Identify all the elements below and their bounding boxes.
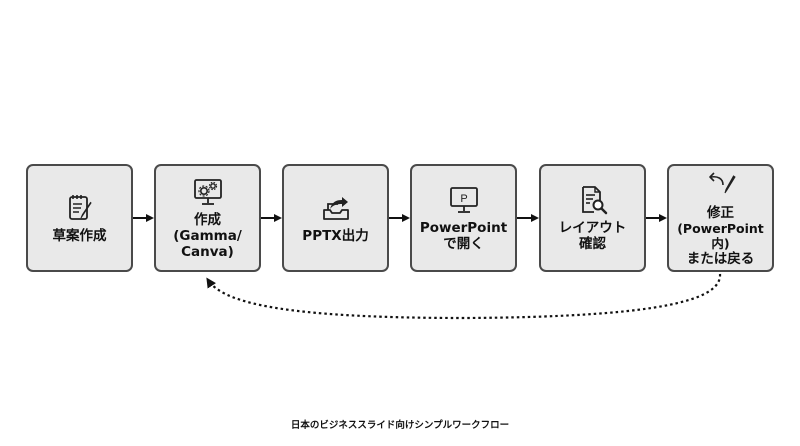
step-label: 草案作成 <box>52 228 107 244</box>
diagram-caption: 日本のビジネススライド向けシンプルワークフロー <box>290 420 510 431</box>
notepad-pencil-icon <box>68 195 92 220</box>
powerpoint-letter: P <box>460 193 467 205</box>
document-magnifier-icon <box>581 186 607 215</box>
step-sublabel: (PowerPoint内) <box>677 221 764 251</box>
undo-pencil-icon <box>708 172 736 194</box>
step-label: 修正 <box>707 205 734 221</box>
step-label: PowerPoint で開く <box>419 220 508 252</box>
step-create: 作成 (Gamma/ Canva) <box>154 164 261 272</box>
step-label: 作成 (Gamma/ Canva) <box>173 212 242 260</box>
step-pptx-export: PPTX出力 <box>282 164 389 272</box>
presentation-monitor-icon: P <box>449 187 478 213</box>
step-label-secondary: または戻る <box>686 251 755 267</box>
step-label: PPTX出力 <box>302 228 369 244</box>
loop-back-arrow <box>206 273 722 320</box>
monitor-gears-icon <box>193 179 222 205</box>
step-label: レイアウト 確認 <box>558 220 627 252</box>
step-layout-check: レイアウト 確認 <box>539 164 646 272</box>
step-draft: 草案作成 <box>26 164 133 272</box>
step-open-powerpoint: P PowerPoint で開く <box>410 164 517 272</box>
export-tray-icon <box>322 197 349 220</box>
step-fix-or-return: 修正 (PowerPoint内) または戻る <box>667 164 774 272</box>
